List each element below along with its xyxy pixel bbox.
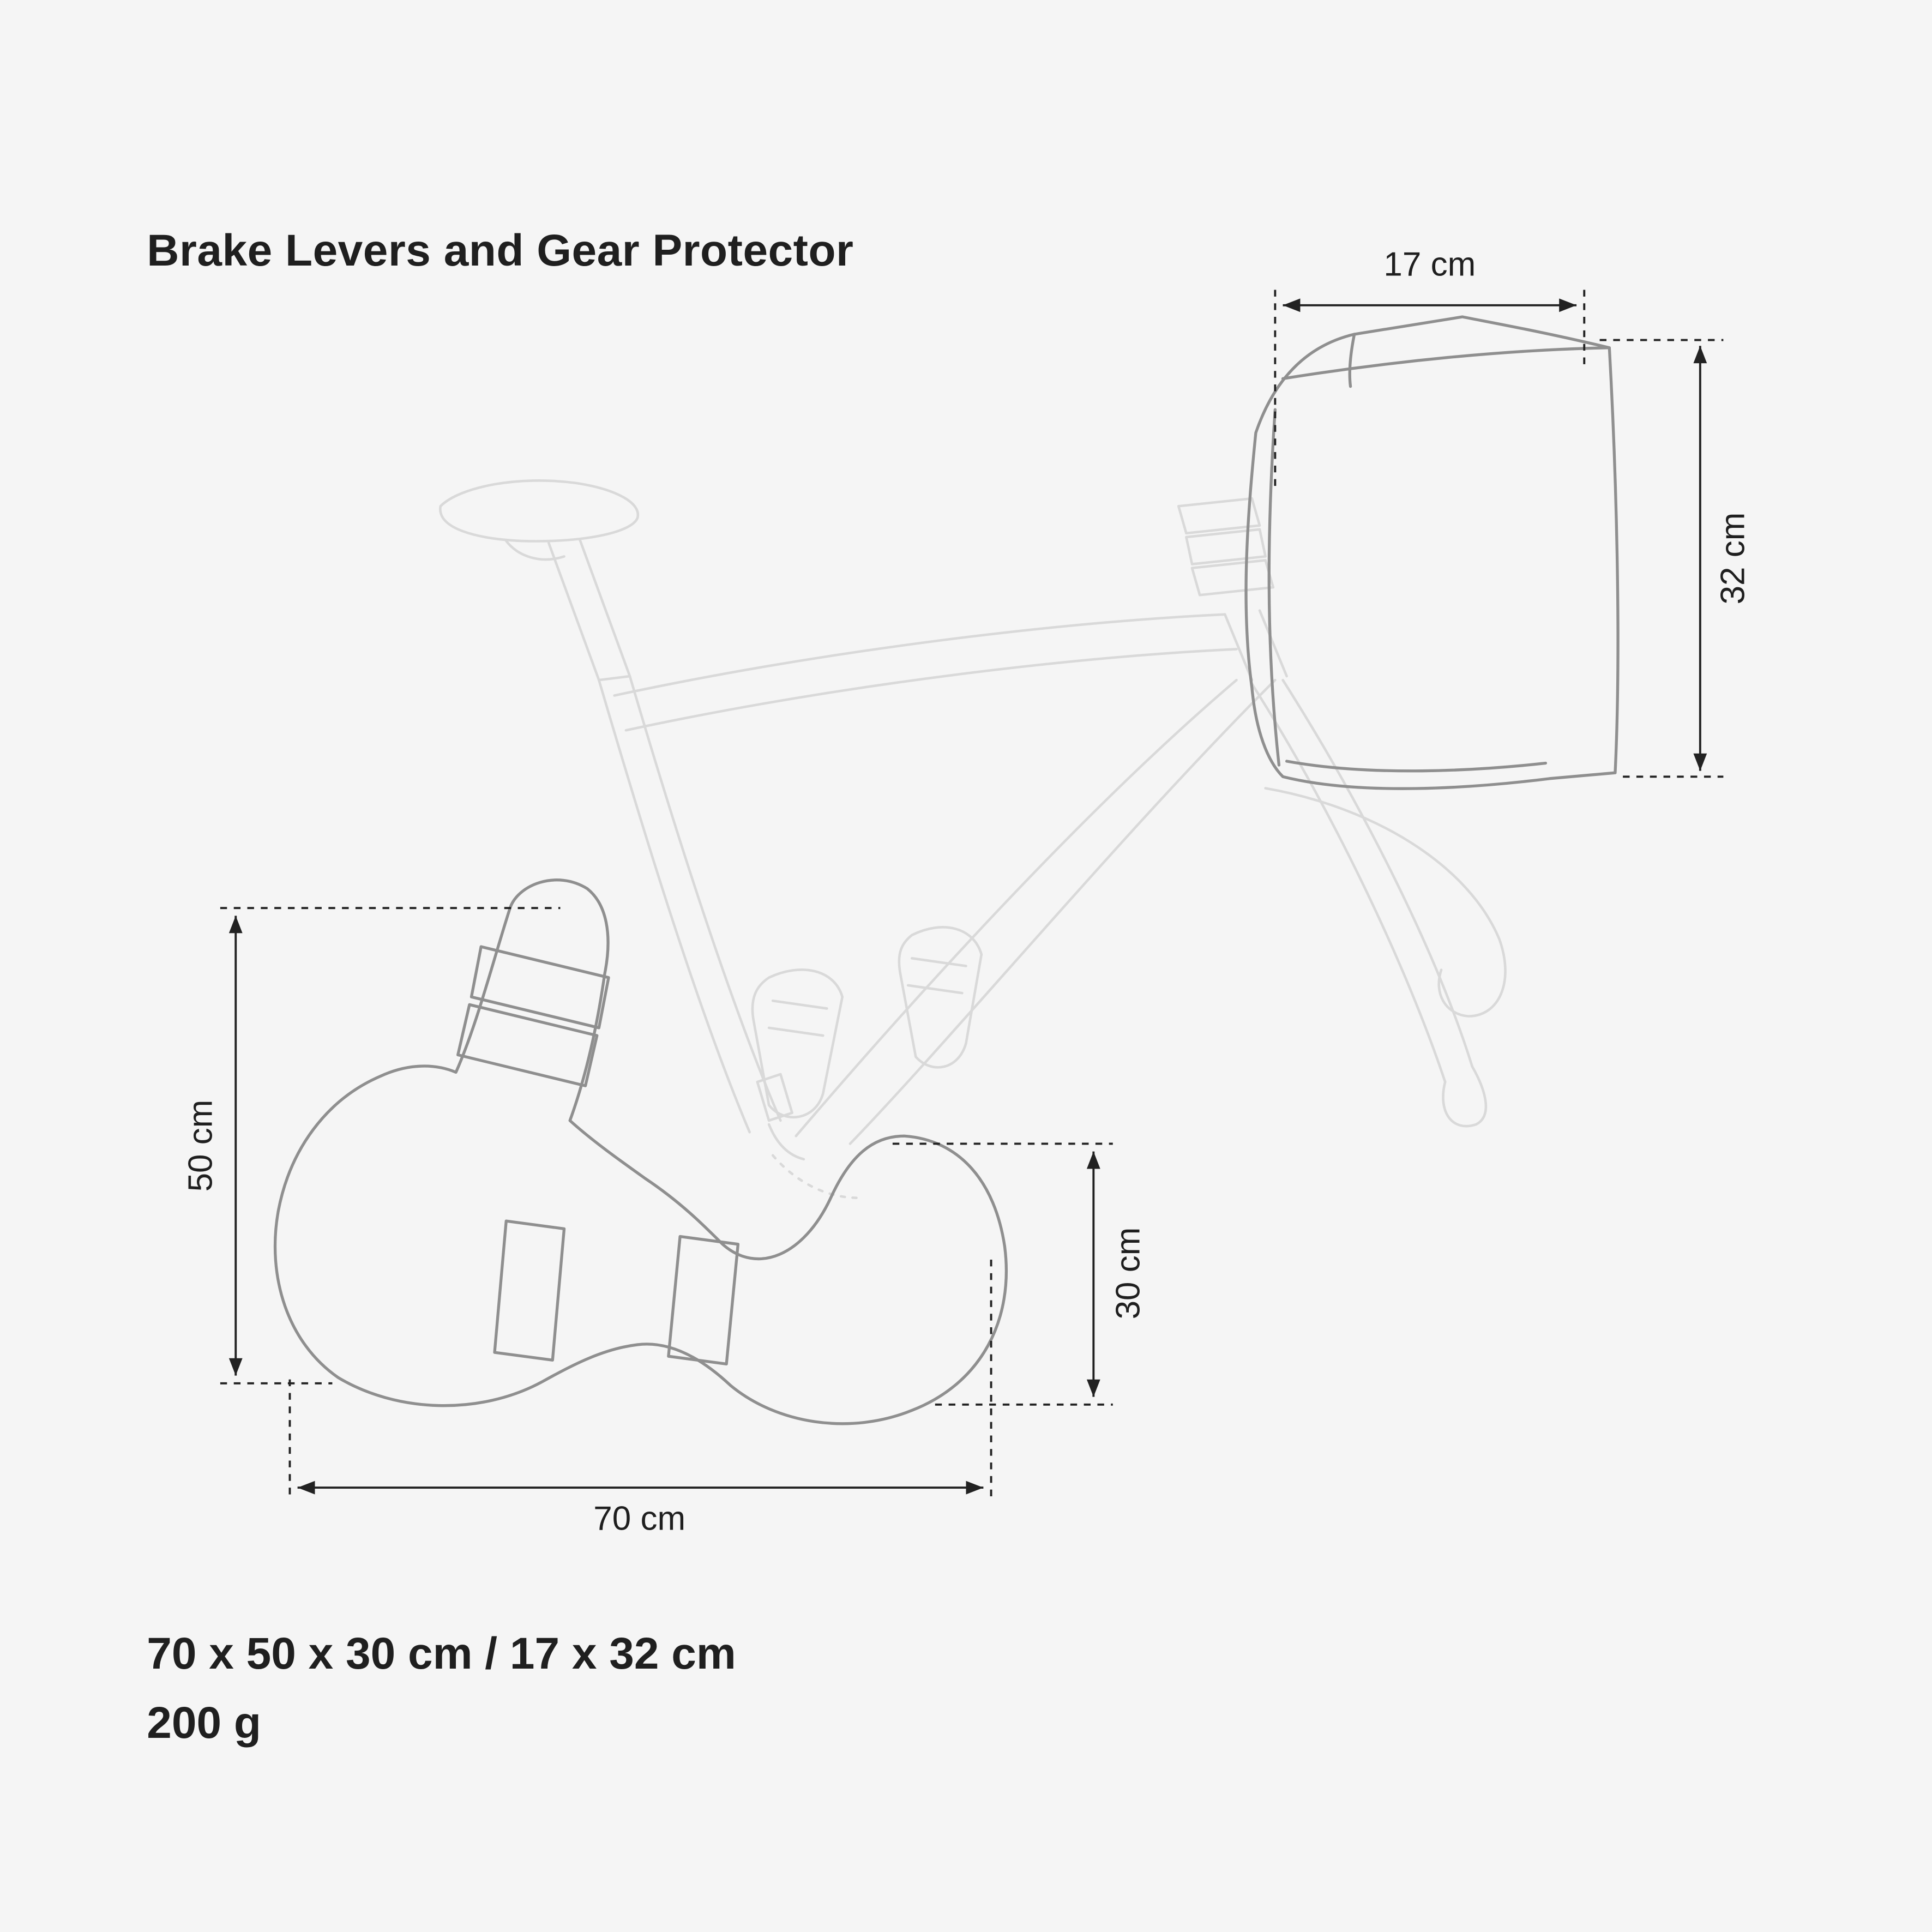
- product-weight-text: 200 g: [147, 1698, 261, 1748]
- seat-tube: [598, 678, 751, 1134]
- strap: [667, 1235, 740, 1366]
- seatpost: [547, 541, 600, 682]
- dimension-lines: [220, 290, 1724, 1500]
- crank-protector-art: [273, 878, 1008, 1425]
- bike-frame-art: [439, 479, 1507, 1199]
- front-derailleur: [756, 1073, 793, 1122]
- dimension-label-30cm: 30 cm: [1109, 1227, 1147, 1320]
- head-tube: [1223, 613, 1254, 682]
- strap: [456, 1003, 599, 1087]
- product-specs: 70 x 50 x 30 cm / 17 x 32 cm 200 g: [147, 1619, 736, 1758]
- saddle: [439, 479, 640, 543]
- strap: [470, 945, 610, 1030]
- dimension-label-70cm: 70 cm: [593, 1500, 686, 1538]
- handlebar-protector-art: [1244, 315, 1620, 790]
- bottle-cage: [898, 926, 983, 1069]
- dimension-label-50cm: 50 cm: [182, 1099, 220, 1192]
- handlebar-drop: [1264, 787, 1507, 1018]
- dimension-label-17cm: 17 cm: [1383, 245, 1476, 284]
- dimension-label-32cm: 32 cm: [1714, 512, 1752, 605]
- top-tube: [613, 613, 1226, 697]
- fork: [1250, 682, 1447, 1084]
- product-dimensions-text: 70 x 50 x 30 cm / 17 x 32 cm: [147, 1629, 736, 1679]
- page-title: Brake Levers and Gear Protector: [147, 225, 854, 275]
- down-tube: [795, 678, 1238, 1137]
- strap: [493, 1219, 566, 1362]
- bottle-cage: [751, 968, 844, 1118]
